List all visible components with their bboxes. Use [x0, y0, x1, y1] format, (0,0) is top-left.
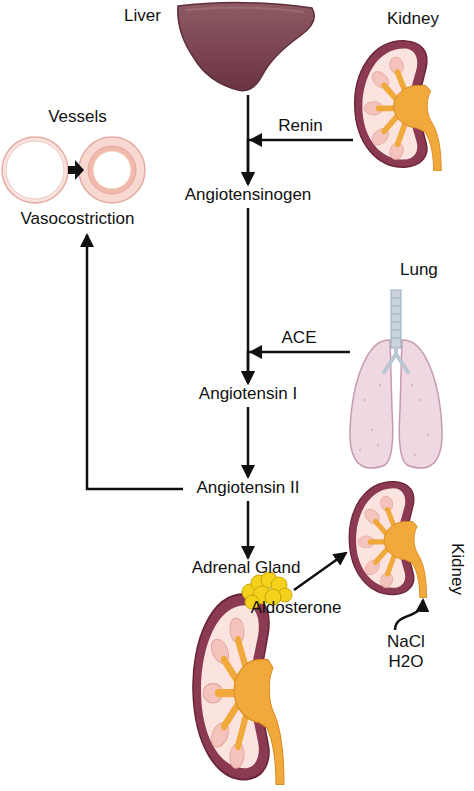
input-node: NaCl H2O — [383, 632, 429, 676]
flow-arrow — [248, 501, 249, 558]
arrow-line — [294, 553, 346, 590]
arrow-line — [248, 140, 353, 184]
node-label: Adrenal Gland — [184, 558, 308, 578]
arrow-line — [395, 600, 423, 630]
node-label: Angiotensin I — [182, 384, 314, 404]
node-label: NaCl H2O — [383, 632, 429, 672]
arrow-head — [249, 345, 262, 359]
node-label: Kidney — [447, 543, 467, 595]
kidney-illustration — [355, 41, 441, 171]
node-label: Lung — [400, 260, 438, 280]
flow-arrow — [294, 553, 346, 590]
vessel-illustration — [2, 137, 145, 203]
organ-node: Lung — [340, 258, 455, 473]
node-label: Liver — [124, 6, 161, 26]
flow-arrow — [248, 345, 350, 383]
enzyme-label: Aldosterone — [251, 598, 342, 618]
arrow-line — [247, 501, 250, 558]
node-label: Angiotensinogen — [168, 185, 328, 205]
molecule-node: Angiotensin I — [182, 383, 314, 407]
node-sublabel: Vasocostriction — [0, 209, 155, 229]
arrow-head — [249, 133, 262, 147]
arrow-line — [247, 407, 250, 477]
organ-node: Kidney — [340, 475, 470, 620]
organ-node: Kidney — [345, 5, 460, 177]
lung-illustration — [350, 290, 442, 468]
kidney-illustration — [349, 482, 426, 598]
organ-node: VesselsVasocostriction — [0, 105, 155, 235]
enzyme-label: ACE — [282, 328, 317, 348]
node-label: Angiotensin II — [183, 478, 313, 498]
liver-illustration — [178, 2, 314, 90]
flow-arrow — [248, 133, 353, 184]
arrow-line — [248, 352, 350, 383]
organ-node: Adrenal Gland — [184, 558, 308, 790]
flow-arrow — [248, 407, 249, 477]
organ-node: Liver — [120, 0, 320, 95]
flow-arrow — [395, 600, 423, 630]
molecule-node: Angiotensinogen — [168, 184, 328, 208]
molecule-node: Angiotensin II — [183, 477, 313, 501]
node-label: Vessels — [0, 107, 155, 127]
flow-arrow — [87, 235, 183, 489]
arrow-line — [87, 235, 183, 489]
node-label: Kidney — [387, 9, 439, 29]
enzyme-label: Renin — [278, 116, 322, 136]
